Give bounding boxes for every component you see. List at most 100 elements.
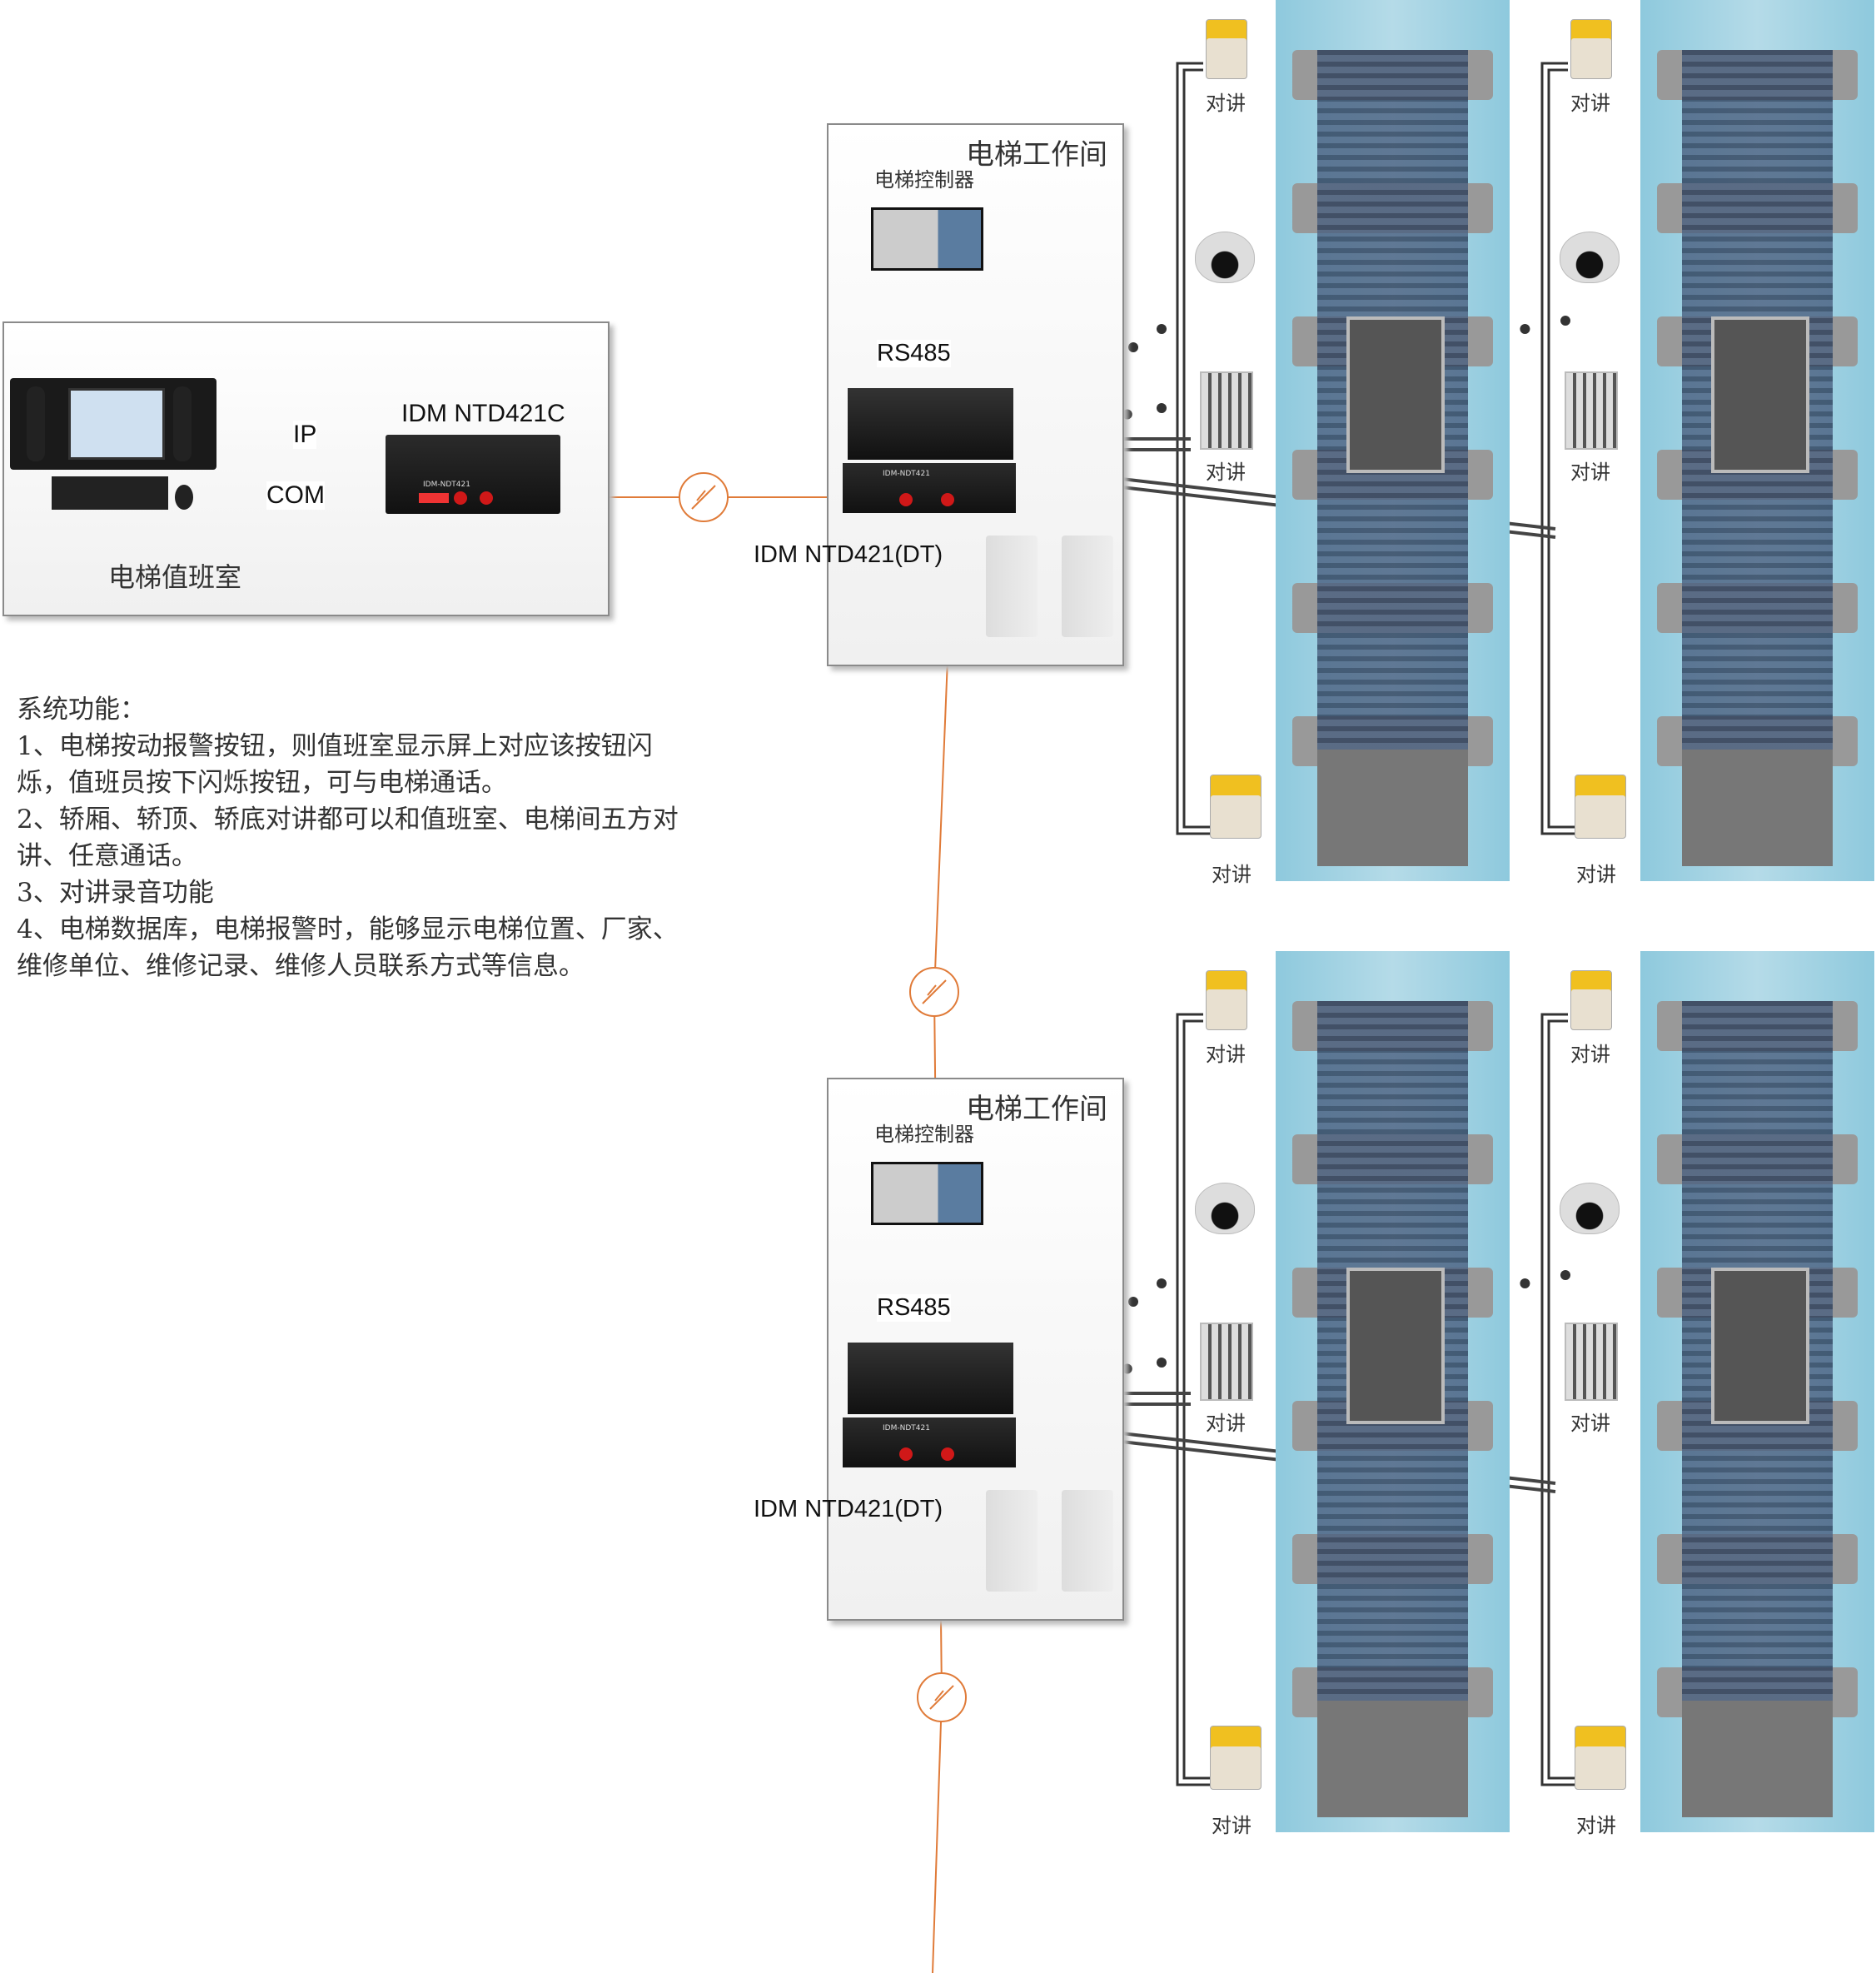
elevator-car	[1346, 316, 1445, 473]
intercom-icon	[1206, 19, 1247, 79]
device-face-text: IDM-NDT421	[883, 470, 930, 478]
workroom-title: 电梯工作间	[966, 138, 1107, 172]
intercom-label: 对讲	[1576, 863, 1616, 886]
fiber-port	[899, 1447, 913, 1461]
rs485-label: RS485	[877, 1294, 951, 1322]
elevator-controller-icon	[871, 207, 983, 271]
fiber-port	[941, 1447, 954, 1461]
intercom-icon	[1206, 970, 1247, 1030]
intercom-wire	[1182, 1019, 1212, 1780]
device-face-text: IDM-NDT421	[883, 1424, 930, 1432]
handset-icon	[1062, 1490, 1113, 1592]
function-line: 烁，值班员按下闪烁按钮，可与电梯通话。	[17, 768, 507, 798]
intercom-icon	[1575, 1726, 1626, 1790]
intercom-icon	[1570, 970, 1612, 1030]
intercom-label: 对讲	[1212, 1814, 1251, 1837]
functions-heading: 系统功能：	[17, 695, 146, 725]
intercom-label: 对讲	[1206, 1043, 1246, 1066]
camera-link-dot	[1520, 324, 1530, 334]
camera-link-dot	[1157, 1358, 1167, 1368]
function-line: 维修单位、维修记录、维修人员联系方式等信息。	[17, 951, 585, 981]
handset-icon	[986, 536, 1038, 637]
camera-link-dot	[1560, 316, 1570, 326]
com-label: COM	[266, 481, 325, 510]
intercom-icon	[1570, 19, 1612, 79]
shaft-pit	[1317, 1701, 1468, 1817]
intercom-label: 对讲	[1212, 863, 1251, 886]
function-line: 4、电梯数据库，电梯报警时，能够显示电梯位置、厂家、	[17, 914, 679, 944]
function-line: 3、对讲录音功能	[17, 878, 214, 908]
camera-link-dot	[1122, 1363, 1132, 1374]
elevator-car	[1346, 1268, 1445, 1424]
workroom-title: 电梯工作间	[966, 1093, 1107, 1126]
intercom-icon	[1210, 775, 1261, 839]
camera-link-dot	[1520, 1278, 1530, 1288]
ip-camera-icon	[1560, 1183, 1620, 1234]
intercom-wire	[1547, 68, 1576, 829]
ntd421dt-device	[843, 1417, 1016, 1467]
keypad-intercom-icon	[1565, 371, 1618, 450]
ip-camera-icon	[1560, 232, 1620, 283]
ip-label: IP	[293, 421, 317, 449]
camera-link-dot	[1157, 324, 1167, 334]
intercom-label: 对讲	[1206, 92, 1246, 115]
fiber-converter-icon-arrow	[922, 979, 947, 1004]
intercom-label: 对讲	[1206, 461, 1246, 484]
ip-camera-icon	[1195, 1183, 1255, 1234]
handset-icon	[1062, 536, 1113, 637]
camera-link-dot	[1157, 403, 1167, 413]
keypad-intercom-icon	[1200, 1323, 1253, 1401]
intercom-label: 对讲	[1206, 1412, 1246, 1435]
shaft-pit	[1682, 1701, 1833, 1817]
network-switch-device	[848, 388, 1013, 460]
handset-icon	[986, 1490, 1038, 1592]
fiber-converter-icon-arrow	[934, 1690, 944, 1701]
device-face-text: IDM-NDT421	[423, 481, 470, 489]
elevator-car	[1711, 316, 1809, 473]
dispatch-console-icon	[10, 378, 216, 514]
rs485-label: RS485	[877, 340, 951, 367]
ntd421dt-label: IDM NTD421(DT)	[754, 541, 943, 568]
fiber-port	[899, 493, 913, 506]
elevator-controller-icon	[871, 1162, 983, 1225]
camera-link-dot	[1157, 1278, 1167, 1288]
ntd421c-label: IDM NTD421C	[401, 400, 565, 427]
system-functions-text: 系统功能： 1、电梯按动报警按钮，则值班室显示屏上对应该按钮闪 烁，值班员按下闪…	[17, 691, 679, 984]
network-switch-device	[848, 1343, 1013, 1414]
duty-room-label: 电梯值班室	[108, 561, 242, 593]
intercom-label: 对讲	[1570, 92, 1610, 115]
ntd421c-device: IDM-NDT421	[386, 435, 560, 514]
fiber-converter-icon-arrow	[927, 984, 937, 996]
intercom-wire	[1176, 1013, 1212, 1786]
shaft-pit	[1682, 750, 1833, 866]
fiber-converter-icon-arrow	[691, 485, 716, 510]
fiber-converter-icon-arrow	[929, 1685, 954, 1710]
fiber-converter-icon-arrow	[696, 490, 706, 501]
intercom-wire	[1540, 62, 1576, 835]
intercom-label: 对讲	[1570, 1412, 1610, 1435]
shaft-pit	[1317, 750, 1468, 866]
keypad-intercom-icon	[1200, 371, 1253, 450]
ntd421dt-device	[843, 463, 1016, 513]
intercom-label: 对讲	[1576, 1814, 1616, 1837]
controller-label: 电梯控制器	[874, 1123, 974, 1146]
camera-link-dot	[1122, 409, 1132, 420]
intercom-label: 对讲	[1570, 1043, 1610, 1066]
keypad-intercom-icon	[1565, 1323, 1618, 1401]
ip-camera-icon	[1195, 232, 1255, 283]
intercom-label: 对讲	[1570, 461, 1610, 484]
ntd421dt-label: IDM NTD421(DT)	[754, 1496, 943, 1522]
camera-link-dot	[1560, 1270, 1570, 1280]
intercom-wire	[1540, 1013, 1576, 1786]
elevator-car	[1711, 1268, 1809, 1424]
controller-label: 电梯控制器	[874, 168, 974, 192]
function-line: 1、电梯按动报警按钮，则值班室显示屏上对应该按钮闪	[17, 731, 653, 761]
intercom-icon	[1575, 775, 1626, 839]
function-line: 讲、任意通话。	[17, 841, 197, 871]
camera-link-dot	[1128, 1297, 1138, 1307]
intercom-icon	[1210, 1726, 1261, 1790]
camera-link-dot	[1128, 342, 1138, 352]
fiber-port	[941, 493, 954, 506]
function-line: 2、轿厢、轿顶、轿底对讲都可以和值班室、电梯间五方对	[17, 805, 679, 835]
